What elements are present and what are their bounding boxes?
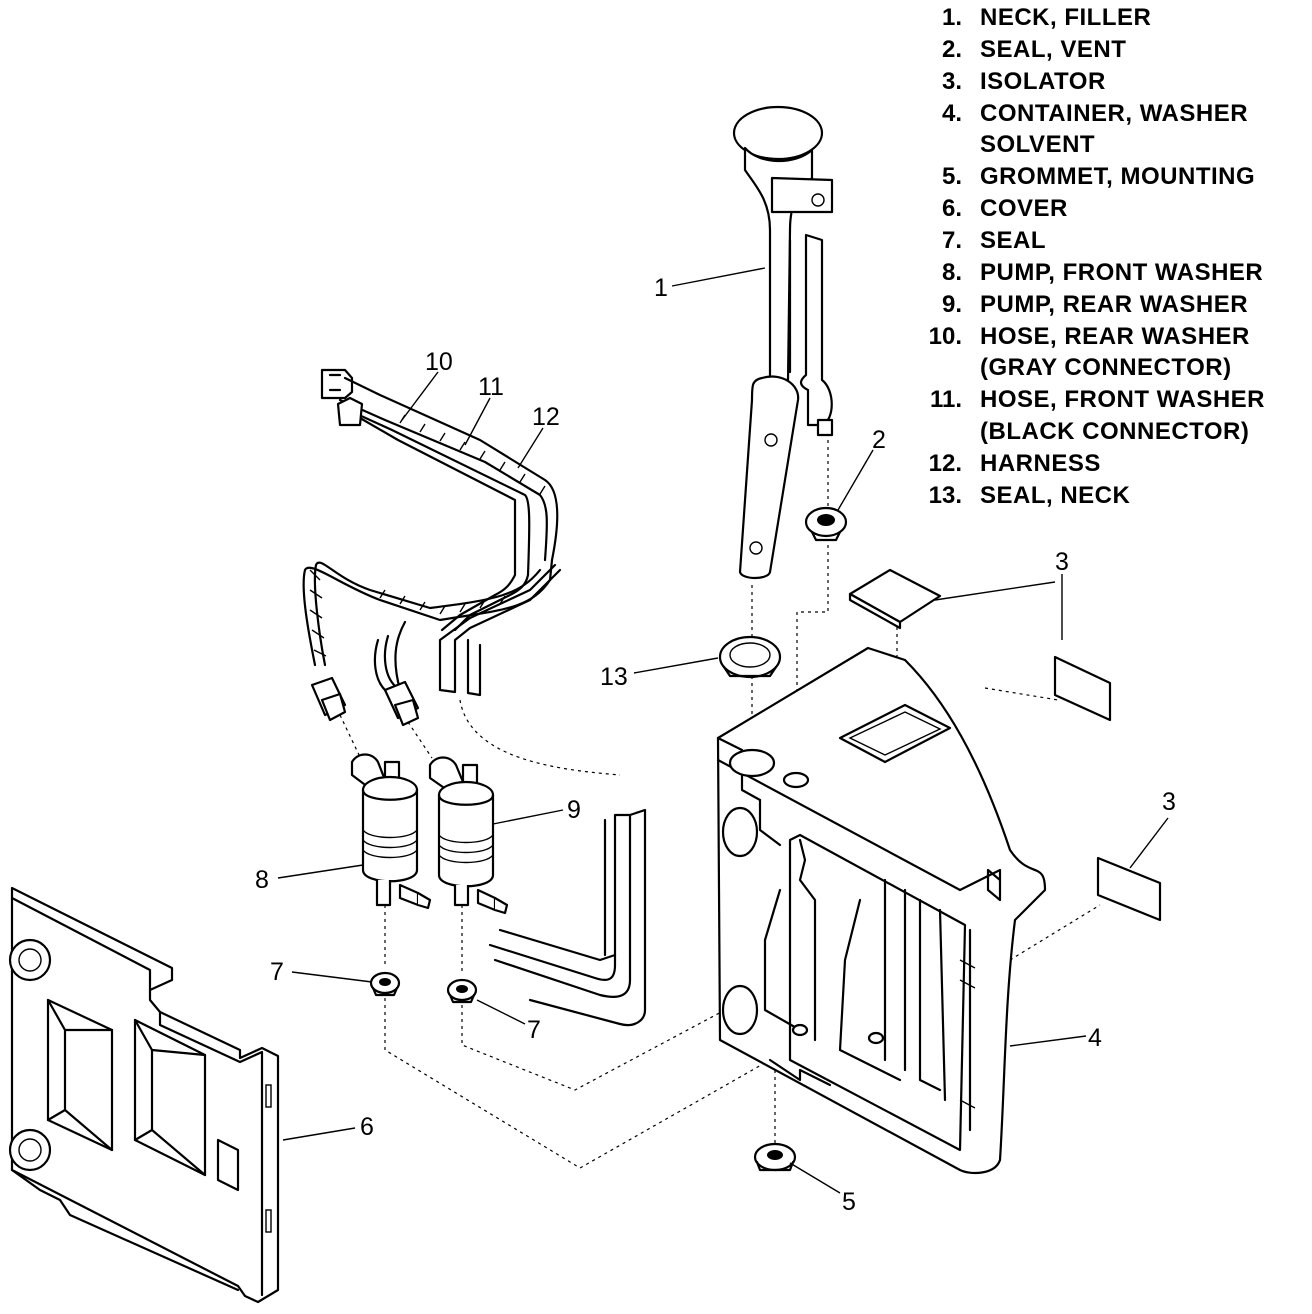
legend-label-3: ISOLATOR bbox=[980, 68, 1106, 95]
legend-num-3: 3. bbox=[942, 68, 962, 95]
front-washer-pump bbox=[350, 753, 432, 910]
washer-hose-tubes bbox=[488, 808, 647, 1027]
legend-num-12: 12. bbox=[929, 450, 962, 477]
callout-5: 5 bbox=[842, 1188, 856, 1216]
legend-label-13: SEAL, NECK bbox=[980, 482, 1131, 509]
callout-12: 12 bbox=[532, 403, 560, 431]
callout-labels: 1 2 3 3 4 5 6 7 7 8 9 10 11 12 13 bbox=[255, 274, 1176, 1216]
parts-legend: 1. NECK, FILLER 2. SEAL, VENT 3. ISOLATO… bbox=[929, 4, 1265, 509]
rear-washer-pump bbox=[428, 756, 509, 915]
washer-solvent-container bbox=[716, 646, 1047, 1175]
callout-11: 11 bbox=[478, 373, 504, 401]
mounting-grommet bbox=[753, 1142, 797, 1172]
callout-2: 2 bbox=[872, 426, 886, 454]
legend-label-11: HOSE, FRONT WASHER bbox=[980, 386, 1265, 413]
callout-6: 6 bbox=[360, 1113, 374, 1141]
isolator-pads bbox=[848, 568, 1162, 922]
legend-label-11-cont: (BLACK CONNECTOR) bbox=[980, 418, 1249, 445]
legend-label-9: PUMP, REAR WASHER bbox=[980, 291, 1248, 318]
legend-label-12: HARNESS bbox=[980, 450, 1101, 477]
legend-num-10: 10. bbox=[929, 323, 962, 350]
callout-3-top: 3 bbox=[1055, 548, 1069, 576]
legend-num-2: 2. bbox=[942, 36, 962, 63]
legend-num-4: 4. bbox=[942, 100, 962, 127]
harness-and-hoses bbox=[302, 368, 562, 727]
legend-num-5: 5. bbox=[942, 163, 962, 190]
callout-10: 10 bbox=[425, 348, 453, 376]
pump-seals bbox=[369, 971, 478, 1004]
cover-panel bbox=[8, 886, 280, 1304]
leader-lines bbox=[277, 267, 1169, 1194]
legend-label-10-cont: (GRAY CONNECTOR) bbox=[980, 354, 1232, 381]
legend-num-13: 13. bbox=[929, 482, 962, 509]
callout-9: 9 bbox=[567, 796, 581, 824]
legend-num-9: 9. bbox=[942, 291, 962, 318]
legend-label-6: COVER bbox=[980, 195, 1068, 222]
legend-label-8: PUMP, FRONT WASHER bbox=[980, 259, 1263, 286]
callout-1: 1 bbox=[654, 274, 668, 302]
legend-label-4: CONTAINER, WASHER bbox=[980, 100, 1248, 127]
callout-7-right: 7 bbox=[527, 1016, 541, 1044]
legend-label-5: GROMMET, MOUNTING bbox=[980, 163, 1255, 190]
legend-num-1: 1. bbox=[942, 4, 962, 31]
legend-label-7: SEAL bbox=[980, 227, 1046, 254]
vent-seal bbox=[804, 506, 848, 542]
legend-num-11: 11. bbox=[930, 386, 962, 413]
legend-num-6: 6. bbox=[942, 195, 962, 222]
legend-label-10: HOSE, REAR WASHER bbox=[980, 323, 1250, 350]
callout-8: 8 bbox=[255, 866, 269, 894]
legend-label-1: NECK, FILLER bbox=[980, 4, 1151, 31]
legend-label-4-cont: SOLVENT bbox=[980, 131, 1095, 158]
callout-7-left: 7 bbox=[270, 958, 284, 986]
neck-seal bbox=[718, 635, 782, 679]
callout-13: 13 bbox=[600, 663, 628, 691]
legend-label-2: SEAL, VENT bbox=[980, 36, 1126, 63]
callout-3-right: 3 bbox=[1162, 788, 1176, 816]
filler-neck bbox=[732, 105, 834, 580]
legend-num-7: 7. bbox=[942, 227, 962, 254]
legend-num-8: 8. bbox=[942, 259, 962, 286]
callout-4: 4 bbox=[1088, 1024, 1102, 1052]
